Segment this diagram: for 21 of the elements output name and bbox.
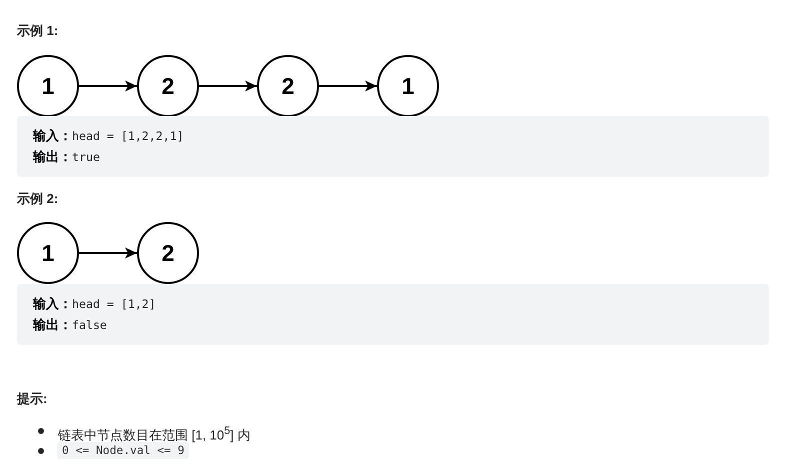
arrow: [79, 248, 137, 258]
code-line: 输出：false: [33, 316, 107, 334]
list-node-circle: 2: [257, 55, 319, 117]
list-item-text: 链表中节点数目在范围 [1, 10$^{5}$] 内: [58, 424, 250, 444]
arrow: [79, 80, 137, 92]
list-node-circle: 2: [137, 55, 199, 117]
code-block: [17, 116, 769, 177]
code-block: [17, 284, 769, 345]
arrow: [319, 80, 377, 92]
section-heading: 示例 2:: [17, 190, 58, 208]
list-node-circle: 1: [377, 55, 439, 117]
section-heading: 提示:: [17, 390, 48, 408]
arrow: [199, 80, 257, 92]
code-line: 输出：true: [33, 148, 100, 166]
list-node-circle: 1: [17, 55, 79, 117]
section-heading: 示例 1:: [17, 22, 58, 40]
code-line: 输入：head = [1,2]: [33, 295, 156, 313]
code-line: 输入：head = [1,2,2,1]: [33, 127, 184, 145]
list-node-circle: 1: [17, 222, 79, 284]
list-node-circle: 2: [137, 222, 199, 284]
inline-code: 0 <= Node.val <= 9: [57, 442, 190, 459]
